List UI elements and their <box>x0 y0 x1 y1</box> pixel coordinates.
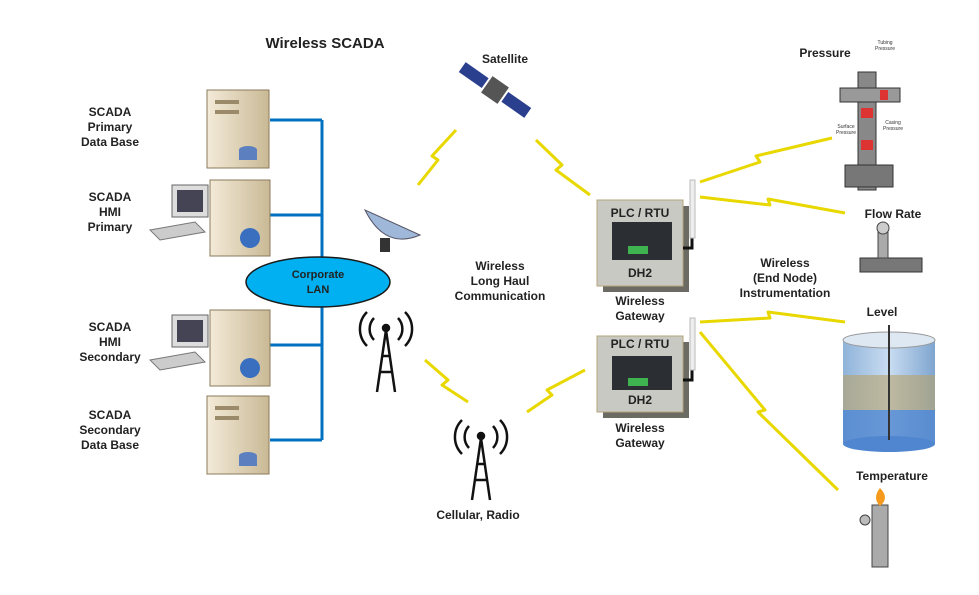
label-surface-pressure: Surface Pressure <box>835 124 857 136</box>
label-hmi-secondary: SCADA HMI Secondary <box>79 320 141 364</box>
label-tubing-pressure: Tubing Pressure <box>874 40 896 52</box>
label-pressure: Pressure <box>799 46 851 60</box>
cellular-tower-icon <box>453 419 509 501</box>
gateway-box-2-graphic <box>596 317 696 418</box>
label-secondary-database: SCADA Secondary Data Base <box>79 408 141 452</box>
temperature-sensor-icon <box>859 488 889 568</box>
server-hmi-secondary-icon <box>148 309 271 387</box>
server-hmi-primary-icon <box>148 179 271 257</box>
label-primary-database: SCADA Primary Data Base <box>80 105 140 149</box>
diagram-title: Wireless SCADA <box>265 35 385 52</box>
gateway-box-1-graphic <box>596 179 696 292</box>
label-cellular-radio: Cellular, Radio <box>436 508 520 522</box>
satellite-dish-icon <box>363 208 422 252</box>
label-level: Level <box>866 305 898 319</box>
gateway-1-caption: Wireless Gateway <box>615 294 665 323</box>
corporate-lan-ellipse <box>245 256 391 308</box>
label-satellite: Satellite <box>481 52 529 66</box>
wireless-bolts <box>416 128 846 492</box>
label-casing-pressure: Casing Pressure <box>882 120 904 132</box>
wellhead-pressure-icon <box>839 71 901 191</box>
label-long-haul: Wireless Long Haul Communication <box>454 259 546 303</box>
gateway-2-title: PLC / RTU <box>610 337 670 351</box>
gateway-2-model: DH2 <box>627 393 653 407</box>
server-primary-db-icon <box>206 89 270 169</box>
level-tank-icon <box>842 325 936 452</box>
gateway-1-model: DH2 <box>627 266 653 280</box>
server-secondary-db-icon <box>206 395 270 475</box>
gateway-2-caption: Wireless Gateway <box>615 421 665 450</box>
label-flow-rate: Flow Rate <box>864 207 922 221</box>
flow-meter-icon <box>859 221 923 273</box>
radio-tower-icon <box>358 311 414 393</box>
gateway-1-title: PLC / RTU <box>610 206 670 220</box>
label-hmi-primary: SCADA HMI Primary <box>87 190 133 234</box>
label-corporate-lan: Corporate LAN <box>291 269 345 296</box>
label-temperature: Temperature <box>856 469 928 483</box>
satellite-icon <box>458 62 532 118</box>
label-end-node-instrumentation: Wireless (End Node) Instrumentation <box>739 256 831 300</box>
